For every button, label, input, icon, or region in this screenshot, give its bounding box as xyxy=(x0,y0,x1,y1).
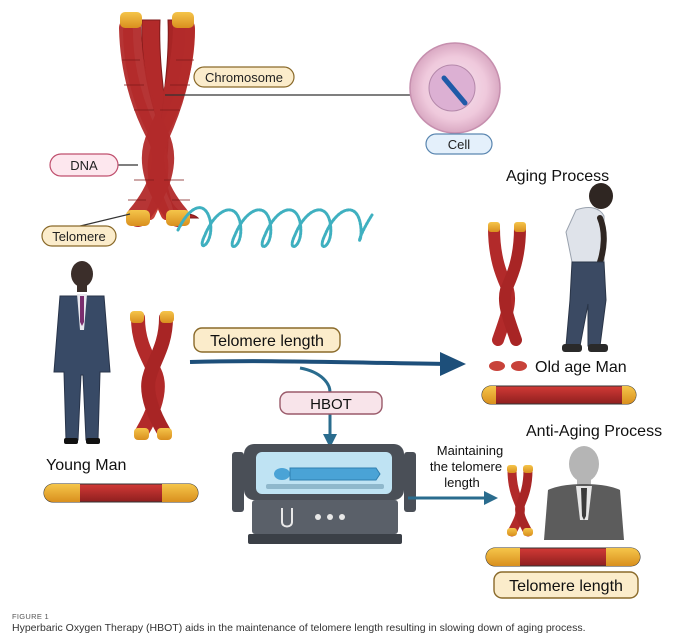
young-man-icon xyxy=(53,261,111,444)
telomere-length-label-top: Telomere length xyxy=(210,333,324,350)
anti-aging-chromosome-icon xyxy=(507,465,533,537)
telomere-label: Telomere xyxy=(52,229,105,244)
old-telomere-bar-icon xyxy=(481,385,637,405)
maintaining-label-line2: the telomere xyxy=(430,459,502,474)
dna-strand-icon xyxy=(176,206,374,248)
maintaining-label-line3: length xyxy=(444,475,479,490)
cell-icon xyxy=(409,42,501,134)
figure-number: FIGURE 1 xyxy=(12,612,49,621)
young-man-label: Young Man xyxy=(46,457,126,474)
old-man-icon xyxy=(562,183,613,352)
young-chromosome-icon xyxy=(130,311,174,440)
old-age-man-label: Old age Man xyxy=(535,359,627,376)
chromosome-icon xyxy=(119,12,200,227)
figure-caption: Hyperbaric Oxygen Therapy (HBOT) aids in… xyxy=(12,622,586,634)
old-chromosome-icon xyxy=(488,222,527,371)
telomere-length-label-bottom: Telomere length xyxy=(509,578,623,595)
maintaining-label-line1: Maintaining xyxy=(437,443,504,458)
hbot-chamber-icon xyxy=(232,444,416,544)
anti-aging-process-label: Anti-Aging Process xyxy=(526,423,662,440)
dna-label: DNA xyxy=(70,158,98,173)
aging-process-label: Aging Process xyxy=(506,168,609,185)
chromosome-label: Chromosome xyxy=(205,70,283,85)
hbot-label: HBOT xyxy=(310,396,352,413)
cell-label: Cell xyxy=(448,137,471,152)
anti-aging-telomere-bar-icon xyxy=(485,547,641,567)
anti-aging-man-icon xyxy=(544,446,624,540)
telomere-bar-icon xyxy=(43,483,199,503)
